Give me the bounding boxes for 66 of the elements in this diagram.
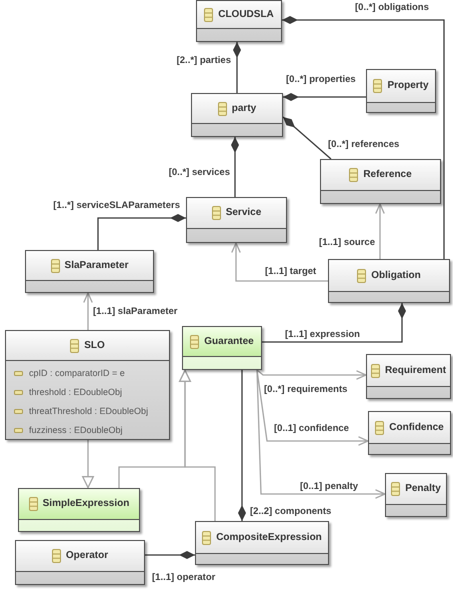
edge-label: [0..*] services bbox=[168, 167, 230, 178]
edge-label: [1..*] serviceSLAParameters bbox=[53, 200, 180, 211]
reference-arrow bbox=[231, 242, 328, 282]
edge-label: [1..1] source bbox=[319, 237, 375, 248]
class-name: SLO bbox=[84, 340, 105, 352]
edge-label: [2..2] components bbox=[250, 506, 332, 517]
class-box bbox=[368, 411, 451, 455]
class-box bbox=[195, 521, 329, 565]
class-box bbox=[182, 326, 262, 370]
edge-label: [0..1] confidence bbox=[274, 423, 349, 434]
edge-label: [0..*] references bbox=[328, 139, 400, 150]
composition-line bbox=[262, 303, 406, 343]
attribute-text: fuzziness : EDoubleObj bbox=[29, 425, 123, 436]
edge-label: [0..*] properties bbox=[286, 74, 356, 85]
class-box bbox=[385, 473, 447, 517]
composition-line bbox=[145, 551, 195, 559]
class-box bbox=[328, 259, 450, 303]
edge-label: [0..*] requirements bbox=[264, 384, 348, 395]
class-name: Guarantee bbox=[204, 336, 254, 348]
reference-arrow bbox=[256, 370, 369, 446]
composition-line bbox=[231, 137, 239, 197]
edge-label: [2..*] parties bbox=[176, 55, 231, 66]
class-box bbox=[18, 488, 140, 532]
class-name: Obligation bbox=[371, 270, 421, 282]
class-name: party bbox=[232, 102, 256, 114]
edge-label: [1..1] slaParameter bbox=[93, 306, 178, 317]
edge-label: [1..1] target bbox=[265, 266, 316, 277]
class-box bbox=[15, 540, 145, 585]
class-box bbox=[320, 159, 441, 204]
class-box bbox=[366, 69, 436, 113]
composition-line bbox=[283, 93, 366, 101]
class-name: CompositeExpression bbox=[216, 532, 322, 544]
composition-line bbox=[97, 214, 186, 250]
inheritance-arrow bbox=[179, 370, 216, 521]
class-box bbox=[366, 354, 451, 399]
reference-arrow bbox=[256, 370, 386, 499]
class-name: CLOUDSLA bbox=[218, 8, 274, 20]
composition-line bbox=[238, 370, 246, 521]
class-box bbox=[191, 93, 283, 137]
reference-arrow bbox=[375, 203, 385, 259]
class-name: SimpleExpression bbox=[42, 498, 130, 510]
edge-label: [1..1] expression bbox=[285, 329, 360, 340]
reference-arrow bbox=[256, 370, 367, 380]
edge-label: [0..1] penalty bbox=[300, 481, 358, 492]
class-box bbox=[5, 330, 170, 440]
class-box bbox=[196, 0, 282, 42]
class-name: Confidence bbox=[389, 422, 444, 434]
reference-arrow bbox=[83, 292, 93, 330]
composition-line bbox=[282, 116, 332, 160]
inheritance-arrow bbox=[82, 440, 94, 488]
class-name: Penalty bbox=[405, 483, 441, 495]
class-name: Service bbox=[226, 207, 262, 219]
class-name: Requirement bbox=[384, 364, 446, 376]
edge-label: [1..1] operator bbox=[152, 572, 216, 583]
attribute-text: cpID : comparatorID = e bbox=[29, 368, 125, 379]
edge-label: [0..*] obligations bbox=[355, 2, 429, 13]
class-box bbox=[186, 197, 287, 243]
attribute-text: threshold : EDoubleObj bbox=[29, 387, 122, 398]
attribute-text: threatThreshold : EDoubleObj bbox=[29, 406, 148, 417]
class-name: SlaParameter bbox=[64, 260, 128, 272]
class-name: Property bbox=[387, 80, 429, 92]
class-name: Operator bbox=[66, 550, 108, 562]
composition-line bbox=[233, 42, 241, 93]
class-name: Reference bbox=[363, 169, 412, 181]
composition-line bbox=[282, 16, 445, 259]
class-box bbox=[25, 250, 154, 293]
